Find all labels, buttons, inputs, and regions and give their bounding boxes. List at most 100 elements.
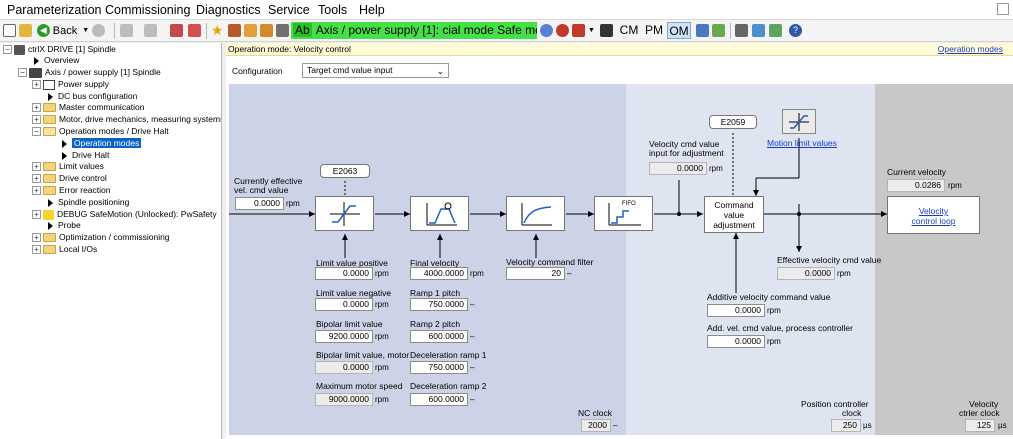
- ramp-generator-block[interactable]: [410, 196, 469, 231]
- up-arrow-icon[interactable]: [120, 24, 133, 37]
- cm-button[interactable]: CM: [619, 23, 639, 37]
- menu-tools[interactable]: Tools: [318, 3, 348, 17]
- max-motor-speed-field: 9000.0000: [315, 393, 373, 406]
- velocity-filter-field[interactable]: 20: [506, 267, 565, 280]
- tree-item[interactable]: Probe: [48, 220, 81, 231]
- velocity-limiter-block[interactable]: [315, 196, 374, 231]
- back-button[interactable]: ◀ Back ▼: [36, 22, 90, 39]
- tree-item-label: Limit values: [59, 161, 104, 171]
- configuration-select[interactable]: Target cmd value input ⌄: [302, 63, 449, 78]
- expand-icon[interactable]: +: [32, 174, 41, 184]
- limit-pos-field[interactable]: 0.0000: [315, 267, 373, 280]
- fifo-block[interactable]: FIFO: [594, 196, 653, 231]
- folder-icon: [43, 174, 56, 184]
- download-icon[interactable]: [769, 24, 782, 37]
- velocity-loop-link-2[interactable]: control loop: [911, 216, 956, 226]
- menu-parameterization[interactable]: Parameterization: [7, 3, 102, 17]
- tree-item[interactable]: +Master communication: [32, 102, 145, 113]
- menu-service[interactable]: Service: [268, 3, 310, 17]
- velocity-control-loop-block[interactable]: Velocity control loop: [887, 196, 980, 234]
- help-icon[interactable]: ?: [789, 24, 802, 37]
- search-settings-icon[interactable]: [260, 24, 273, 37]
- collapse-icon[interactable]: −: [18, 68, 27, 78]
- signal-icon[interactable]: [276, 24, 289, 37]
- expand-icon[interactable]: +: [32, 103, 41, 113]
- cmd-adj-line-2: value: [723, 210, 745, 220]
- add-process-controller-label: Add. vel. cmd value, process controller: [707, 323, 853, 333]
- limit-neg-field[interactable]: 0.0000: [315, 298, 373, 311]
- expand-icon[interactable]: +: [32, 186, 41, 196]
- tree-item[interactable]: DC bus configuration: [48, 91, 137, 102]
- fifo-label: FIFO: [622, 201, 636, 207]
- collapse-icon[interactable]: −: [32, 127, 41, 137]
- om-button[interactable]: OM: [667, 22, 691, 39]
- tree-item-label: DEBUG SafeMotion (Unlocked): PwSafety: [57, 209, 217, 219]
- current-velocity-unit: rpm: [948, 181, 962, 190]
- load-from-drive-icon[interactable]: [188, 24, 201, 37]
- window-close-icon[interactable]: [997, 3, 1009, 15]
- pm-button[interactable]: PM: [645, 23, 663, 37]
- tree-item[interactable]: −Axis / power supply [1] Spindle: [18, 67, 161, 78]
- tree-item[interactable]: Drive Halt: [62, 150, 109, 161]
- expand-icon[interactable]: +: [32, 233, 41, 243]
- tree-item[interactable]: + DEBUG SafeMotion (Unlocked): PwSafety: [32, 209, 217, 220]
- decel-ramp1-label: Deceleration ramp 1: [410, 350, 487, 360]
- tree-item[interactable]: +Local I/Os: [32, 244, 97, 255]
- ramp2-pitch-field[interactable]: 600.0000: [410, 330, 468, 343]
- expand-icon[interactable]: +: [32, 80, 41, 90]
- ramp1-pitch-field[interactable]: 750.0000: [410, 298, 468, 311]
- error-reset-icon[interactable]: [572, 24, 585, 37]
- velocity-controller-region: [875, 84, 1013, 435]
- motion-limit-icon[interactable]: [782, 109, 816, 134]
- tree-item[interactable]: −Operation modes / Drive Halt: [32, 126, 169, 137]
- tree-item[interactable]: +Drive control: [32, 173, 107, 184]
- expand-icon[interactable]: +: [32, 162, 41, 172]
- velocity-loop-link-1[interactable]: Velocity: [918, 206, 949, 216]
- menu-help[interactable]: Help: [359, 3, 385, 17]
- forward-icon[interactable]: [92, 24, 105, 37]
- monitor-icon[interactable]: [696, 24, 709, 37]
- tree-item[interactable]: +Error reaction: [32, 185, 111, 196]
- expand-icon[interactable]: +: [32, 245, 41, 255]
- refresh-icon[interactable]: [540, 24, 553, 37]
- error-dropdown-icon[interactable]: ▼: [588, 27, 595, 34]
- tree-item-label: Drive Halt: [72, 150, 110, 160]
- expand-icon[interactable]: +: [32, 210, 41, 220]
- operation-modes-link[interactable]: Operation modes: [937, 44, 1003, 54]
- down-arrow-icon[interactable]: [144, 24, 157, 37]
- favorite-star-icon[interactable]: ★: [211, 22, 224, 38]
- currently-effective-field[interactable]: 0.0000: [235, 197, 284, 210]
- drive-icon[interactable]: [600, 24, 613, 37]
- motion-limit-link[interactable]: Motion limit values: [767, 138, 837, 148]
- command-value-adjustment-block[interactable]: Command value adjustment: [704, 196, 764, 233]
- tree-item[interactable]: + Limit values: [32, 161, 104, 172]
- save-to-drive-icon[interactable]: [170, 24, 183, 37]
- error-icon[interactable]: [556, 24, 569, 37]
- tree-item[interactable]: −ctrlX DRIVE [1] Spindle: [3, 44, 116, 55]
- tree-item[interactable]: +Motor, drive mechanics, measuring syste…: [32, 114, 221, 125]
- additive-velocity-field[interactable]: 0.0000: [707, 304, 765, 317]
- calendar-icon[interactable]: [244, 24, 257, 37]
- tree-item[interactable]: Spindle positioning: [48, 197, 129, 208]
- add-process-controller-field[interactable]: 0.0000: [707, 335, 765, 348]
- expand-icon[interactable]: +: [32, 115, 41, 125]
- decel-ramp1-field[interactable]: 750.0000: [410, 361, 468, 374]
- menu-commissioning[interactable]: Commissioning: [105, 3, 191, 17]
- network-icon[interactable]: [712, 24, 725, 37]
- connect-icon[interactable]: [735, 24, 748, 37]
- tree-item-operation-modes[interactable]: Operation modes: [62, 138, 142, 149]
- tree-item[interactable]: +Optimization / commissioning: [32, 232, 170, 243]
- tree-item[interactable]: Overview: [34, 55, 79, 66]
- velocity-filter-block[interactable]: [506, 196, 565, 231]
- tool-icon[interactable]: [228, 24, 241, 37]
- menu-diagnostics[interactable]: Diagnostics: [196, 3, 261, 17]
- tree-item[interactable]: +Power supply: [32, 79, 109, 90]
- upload-icon[interactable]: [752, 24, 765, 37]
- collapse-icon[interactable]: −: [3, 45, 12, 55]
- effective-velocity-label: Effective velocity cmd value: [777, 255, 882, 265]
- home-icon[interactable]: [19, 24, 32, 37]
- bipolar-limit-field[interactable]: 9200.0000: [315, 330, 373, 343]
- new-document-icon[interactable]: [3, 24, 16, 37]
- final-velocity-field[interactable]: 4000.0000: [410, 267, 468, 280]
- decel-ramp2-field[interactable]: 600.0000: [410, 393, 468, 406]
